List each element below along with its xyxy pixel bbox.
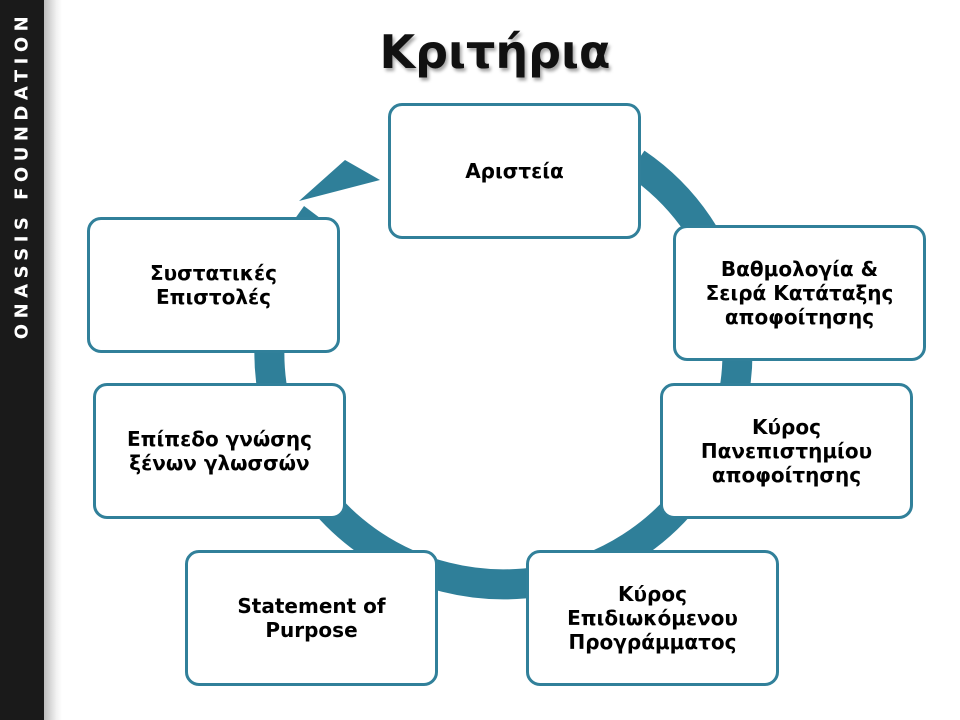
node-languages: Επίπεδο γνώσης ξένων γλωσσών: [93, 383, 346, 519]
sidebar-shadow: [44, 0, 62, 720]
cycle-arrowhead: [299, 160, 380, 201]
brand-sidebar: ONASSIS FOUNDATION: [0, 0, 44, 720]
node-grades: Βαθμολογία & Σειρά Κατάταξης αποφοίτησης: [673, 225, 926, 361]
node-excellence: Αριστεία: [388, 103, 641, 239]
node-university: Κύρος Πανεπιστημίου αποφοίτησης: [660, 383, 913, 519]
node-statement: Statement of Purpose: [185, 550, 438, 686]
node-references: Συστατικές Επιστολές: [87, 217, 340, 353]
node-program: Κύρος Επιδιωκόμενου Προγράμματος: [526, 550, 779, 686]
page-title: Κριτήρια: [379, 25, 611, 79]
